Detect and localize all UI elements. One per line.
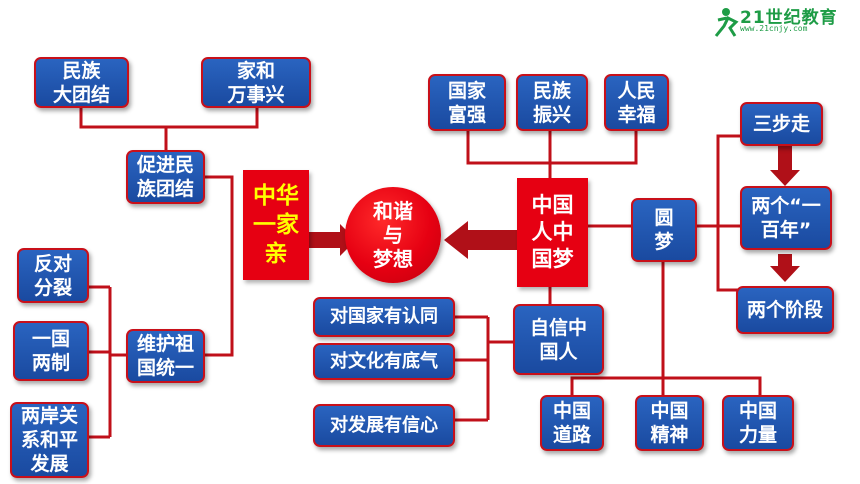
node-prosper: 家和 万事兴 — [201, 57, 311, 108]
node-three-steps: 三步走 — [740, 102, 823, 146]
node-chinese-spirit: 中国 精神 — [635, 395, 704, 451]
node-chinese-dream: 中国 人中 国梦 — [517, 178, 588, 287]
node-national-prosperity: 国家 富强 — [428, 74, 506, 131]
arrow-down-1 — [770, 146, 800, 186]
node-promote-unity: 促进民 族团结 — [126, 150, 205, 204]
node-defend-unification: 维护祖 国统一 — [126, 329, 205, 383]
arrow-left-to-center — [444, 221, 517, 259]
node-unity: 民族 大团结 — [34, 57, 129, 108]
arrow-right-to-center — [309, 224, 356, 256]
node-cultural-confidence: 对文化有底气 — [313, 343, 455, 380]
node-national-identity: 对国家有认同 — [313, 297, 455, 337]
arrow-down-2 — [770, 254, 800, 282]
node-people-happiness: 人民 幸福 — [604, 74, 669, 131]
node-confident-chinese: 自信中 国人 — [513, 304, 604, 375]
node-two-centenaries: 两个“一 百年” — [740, 186, 832, 250]
logo-runner-icon — [714, 8, 739, 37]
node-oppose-split: 反对 分裂 — [17, 248, 89, 303]
node-chinese-power: 中国 力量 — [722, 395, 794, 451]
node-one-country-two-systems: 一国 两制 — [13, 321, 89, 381]
node-cross-strait: 两岸关 系和平 发展 — [10, 402, 89, 478]
node-chinese-family: 中华 一家 亲 — [243, 170, 309, 280]
logo-text: 21世纪教育 — [740, 8, 838, 28]
center-harmony-dream: 和谐 与 梦想 — [345, 187, 441, 283]
node-chinese-road: 中国 道路 — [540, 395, 604, 451]
node-development-confidence: 对发展有信心 — [313, 404, 455, 447]
logo-url: www.21cnjy.com — [740, 24, 808, 33]
node-realize-dream: 圆 梦 — [631, 198, 697, 262]
node-national-rejuvenation: 民族 振兴 — [516, 74, 588, 131]
node-two-stages: 两个阶段 — [736, 286, 834, 334]
